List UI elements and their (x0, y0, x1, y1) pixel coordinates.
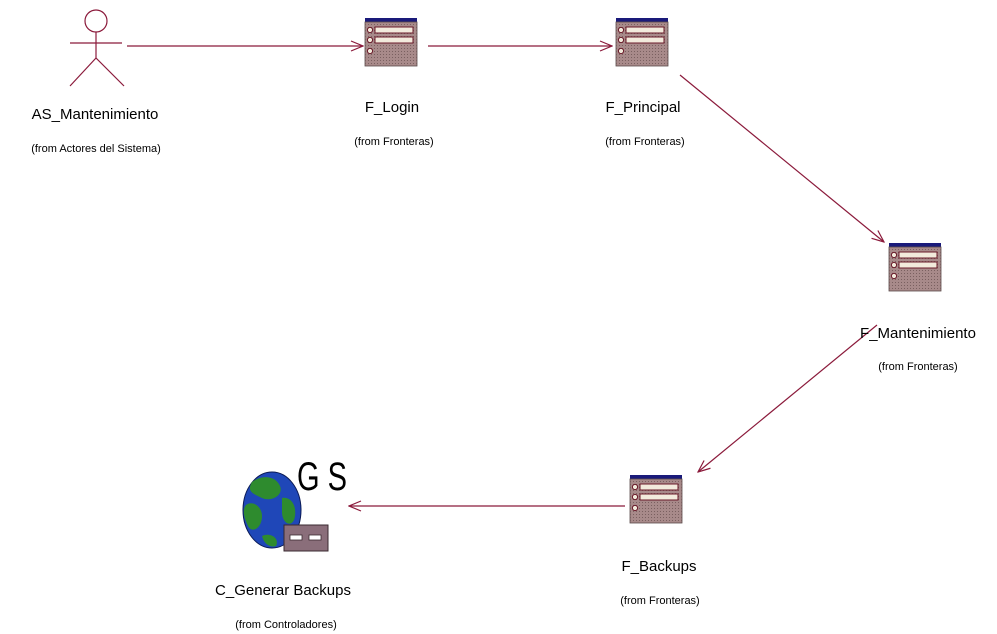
boundary-from-label: (from Fronteras) (605, 136, 684, 148)
boundary-name: F_Principal (605, 99, 680, 116)
form-window-icon (629, 474, 683, 524)
actor-from-label: (from Actores del Sistema) (31, 143, 161, 155)
boundary-f-backups[interactable]: F_Backups (from Fronteras) (620, 474, 700, 607)
globe-server-icon: G S (242, 455, 347, 552)
boundary-from-label: (from Fronteras) (354, 136, 433, 148)
link-mantenimiento-to-backups[interactable] (698, 324, 878, 472)
boundary-name: F_Mantenimiento (860, 325, 976, 342)
controller-from-label: (from Controladores) (235, 619, 336, 631)
controller-name: C_Generar Backups (215, 582, 351, 599)
controller-c-generar-backups[interactable]: G S C_Generar Backups (from Controladore… (215, 455, 351, 631)
form-window-icon (615, 17, 669, 67)
boundary-name: F_Backups (621, 558, 696, 575)
boundary-from-label: (from Fronteras) (878, 361, 957, 373)
actor-name: AS_Mantenimiento (32, 106, 159, 123)
boundary-f-login[interactable]: F_Login (from Fronteras) (354, 17, 434, 148)
form-window-icon (364, 17, 418, 67)
boundary-f-mantenimiento[interactable]: F_Mantenimiento (from Fronteras) (860, 242, 976, 373)
gs-logo-text: G S (297, 455, 347, 499)
links (127, 46, 884, 506)
actor-stick-figure-icon (69, 9, 125, 87)
boundary-name: F_Login (365, 99, 419, 116)
boundary-f-principal[interactable]: F_Principal (from Fronteras) (605, 17, 685, 148)
link-principal-to-mantenimiento[interactable] (679, 74, 884, 242)
boundary-from-label: (from Fronteras) (620, 595, 699, 607)
actor-as-mantenimiento[interactable]: AS_Mantenimiento (from Actores del Siste… (31, 9, 161, 155)
form-window-icon (888, 242, 942, 292)
